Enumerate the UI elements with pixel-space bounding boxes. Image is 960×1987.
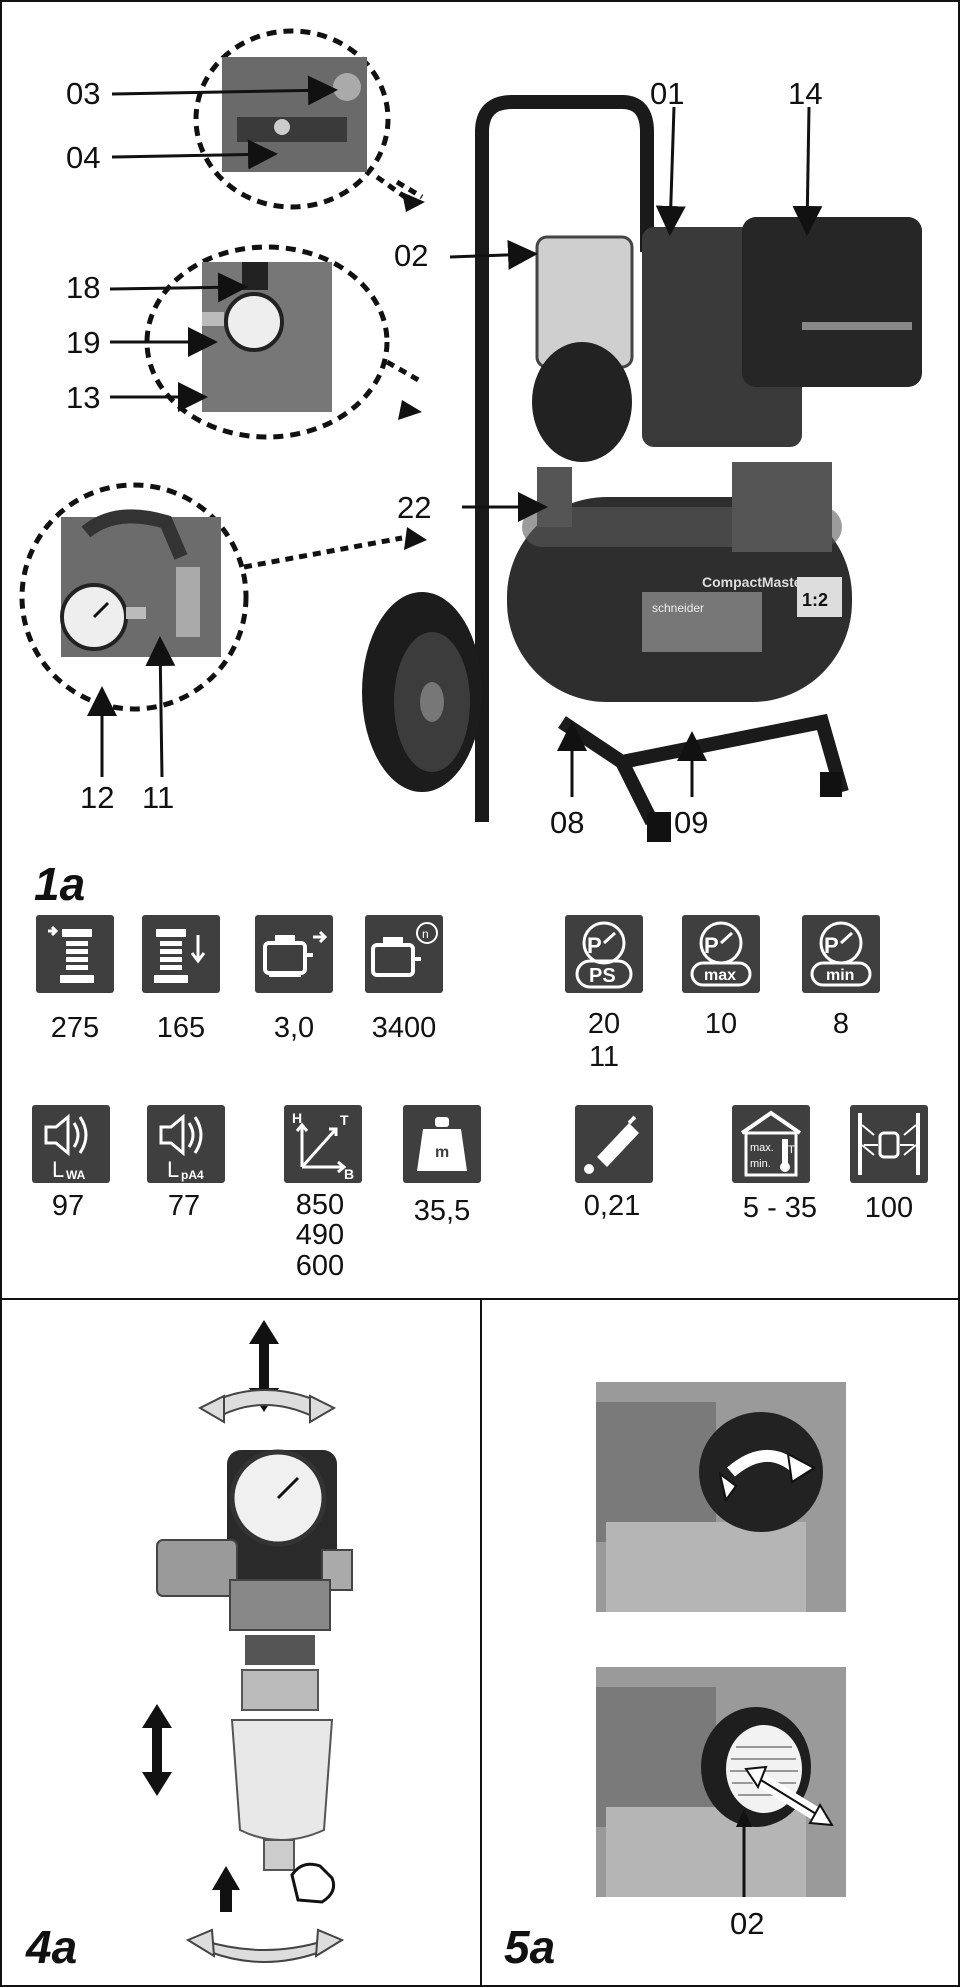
sound-pressure-icon-sub: pA4 bbox=[181, 1168, 204, 1182]
temperature-range-icon: max. min. T bbox=[732, 1105, 810, 1183]
dimensions-icon-t: T bbox=[340, 1112, 349, 1128]
spec-motor-power: 3,0 bbox=[273, 1012, 315, 1044]
sound-power-icon-text: L bbox=[52, 1157, 64, 1182]
tank-brand-text: schneider bbox=[652, 601, 704, 615]
spec-sound-power: 97 bbox=[51, 1190, 85, 1222]
figure-label-4a: 4a bbox=[26, 1921, 78, 1973]
callout-08: 08 bbox=[550, 805, 585, 840]
callout-11: 11 bbox=[142, 780, 175, 815]
oil-icon bbox=[575, 1105, 653, 1183]
detail-circle-top bbox=[193, 28, 414, 210]
callout-18: 18 bbox=[66, 270, 101, 305]
tilt-icon bbox=[850, 1105, 928, 1183]
callout-04: 04 bbox=[66, 140, 101, 175]
pressure-ps-icon: P PS bbox=[565, 915, 643, 993]
callout-19: 19 bbox=[66, 325, 101, 360]
pressure-ps-icon-text: PS bbox=[589, 965, 616, 987]
spec-oil: 0,21 bbox=[583, 1190, 641, 1222]
temperature-icon-t: T bbox=[788, 1144, 795, 1156]
dimensions-icon-h: H bbox=[292, 1110, 302, 1126]
callout-03: 03 bbox=[66, 76, 101, 111]
figure-1a-panel: schneider CompactMaster 1:2 bbox=[2, 2, 958, 1300]
intake-volume-icon bbox=[36, 915, 114, 993]
spec-pressure-min: 8 bbox=[832, 1008, 850, 1040]
svg-text:P: P bbox=[587, 933, 602, 958]
spec-pressure-ps: 20 11 bbox=[587, 1008, 621, 1074]
figure-4a-panel: 4a bbox=[2, 1300, 482, 1985]
weight-icon: m bbox=[403, 1105, 481, 1183]
tank-ratio-text: 1:2 bbox=[802, 590, 828, 610]
svg-text:P: P bbox=[824, 933, 839, 958]
filter-regulator-illustration bbox=[142, 1320, 353, 1963]
tank-model-text: CompactMaster bbox=[702, 574, 808, 590]
spec-dimensions: 850 490 600 bbox=[295, 1189, 345, 1282]
dimensions-icon-b: B bbox=[344, 1166, 354, 1182]
figure-5a-panel: 02 5a bbox=[482, 1300, 958, 1985]
spec-motor-speed: 3400 bbox=[371, 1012, 437, 1044]
callout-14: 14 bbox=[788, 76, 823, 111]
spec-intake-volume: 275 bbox=[50, 1012, 100, 1044]
callout-13: 13 bbox=[66, 380, 101, 415]
air-filter-photo-bottom bbox=[596, 1667, 846, 1897]
motor-power-icon bbox=[255, 915, 333, 993]
callout-arrows bbox=[87, 75, 823, 797]
callout-01: 01 bbox=[650, 76, 685, 111]
spec-pressure-max: 10 bbox=[704, 1008, 738, 1040]
figure-label-5a: 5a bbox=[504, 1921, 556, 1973]
spec-output-volume: 165 bbox=[156, 1012, 206, 1044]
temperature-icon-max: max. bbox=[750, 1142, 774, 1154]
callout-22: 22 bbox=[397, 490, 432, 525]
detail-circle-bottom bbox=[19, 482, 249, 712]
spec-temperature-range: 5 - 35 bbox=[742, 1192, 818, 1224]
pressure-max-icon-text: max bbox=[704, 967, 736, 984]
spec-weight: 35,5 bbox=[413, 1195, 471, 1227]
svg-text:n: n bbox=[422, 927, 429, 941]
svg-text:P: P bbox=[704, 933, 719, 958]
motor-speed-icon: n bbox=[365, 915, 443, 993]
temperature-icon-min: min. bbox=[750, 1158, 771, 1170]
spec-sound-pressure: 77 bbox=[167, 1190, 201, 1222]
sound-power-icon-sub: WA bbox=[66, 1168, 86, 1182]
output-volume-icon bbox=[142, 915, 220, 993]
compressor-illustration: schneider CompactMaster 1:2 bbox=[362, 95, 922, 842]
air-filter-photo-top bbox=[596, 1382, 846, 1612]
spec-tilt: 100 bbox=[864, 1192, 914, 1224]
dimensions-icon: H T B bbox=[284, 1105, 362, 1183]
weight-icon-text: m bbox=[435, 1144, 449, 1161]
callout-02-5a: 02 bbox=[730, 1906, 765, 1941]
sound-pressure-icon-text: L bbox=[167, 1157, 179, 1182]
callout-09: 09 bbox=[674, 805, 709, 840]
figure-label-1a: 1a bbox=[34, 858, 86, 910]
callout-02: 02 bbox=[394, 238, 429, 273]
pressure-min-icon-text: min bbox=[826, 967, 854, 984]
callout-12: 12 bbox=[80, 780, 115, 815]
